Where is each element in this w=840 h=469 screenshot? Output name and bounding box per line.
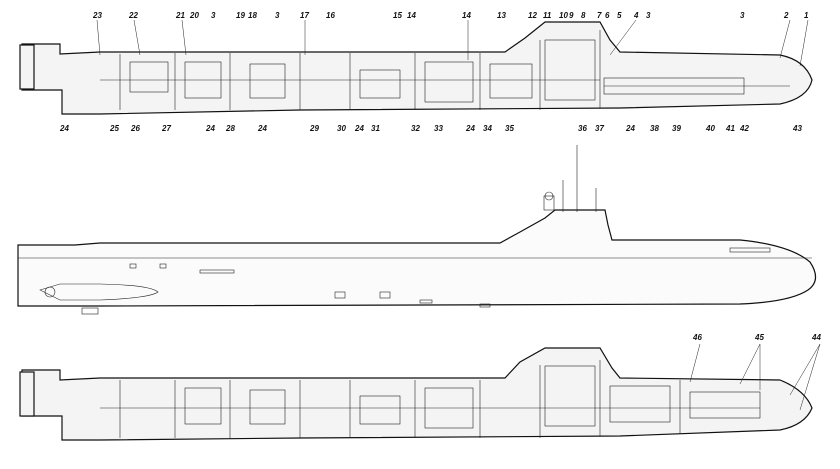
callout-label: 15 xyxy=(393,11,402,20)
callouts-top-upper: 23 22 21 20 3 19 18 3 17 16 15 14 14 13 … xyxy=(92,11,809,20)
callout-label: 24 xyxy=(465,124,475,133)
callouts-bottom: 46 45 44 xyxy=(692,333,821,342)
callouts-top-lower: 24 25 26 27 24 28 24 29 30 24 31 32 33 2… xyxy=(59,124,802,133)
cutaway-view-bottom: 46 45 44 xyxy=(19,333,821,441)
hull-outline-bottom xyxy=(21,347,813,441)
masts xyxy=(543,145,597,212)
callout-label: 31 xyxy=(371,124,380,133)
callout-label: 39 xyxy=(672,124,681,133)
callout-label: 28 xyxy=(225,124,235,133)
callout-label: 3 xyxy=(646,11,651,20)
callout-label: 24 xyxy=(354,124,364,133)
exterior-side-view xyxy=(17,145,817,315)
callout-label: 14 xyxy=(407,11,416,20)
leader-lines-bottom xyxy=(689,343,821,411)
callout-label: 46 xyxy=(692,333,702,342)
callout-label: 16 xyxy=(326,11,335,20)
callout-label: 36 xyxy=(578,124,587,133)
callout-label: 18 xyxy=(248,11,257,20)
callout-label: 11 xyxy=(543,11,552,20)
callout-label: 40 xyxy=(705,124,715,133)
stern-propeller xyxy=(39,283,159,301)
callout-label: 8 xyxy=(581,11,586,20)
callout-label: 20 xyxy=(189,11,199,20)
callout-label: 23 xyxy=(92,11,102,20)
callout-label: 9 xyxy=(569,11,574,20)
callout-label: 3 xyxy=(275,11,280,20)
callout-label: 7 xyxy=(597,11,602,20)
callout-label: 1 xyxy=(804,11,809,20)
callout-label: 25 xyxy=(109,124,119,133)
callout-label: 6 xyxy=(605,11,610,20)
callout-label: 32 xyxy=(411,124,420,133)
callout-label: 2 xyxy=(783,11,789,20)
callout-label: 4 xyxy=(633,11,639,20)
callout-label: 19 xyxy=(236,11,245,20)
callout-label: 24 xyxy=(625,124,635,133)
callout-label: 12 xyxy=(528,11,537,20)
callout-label: 13 xyxy=(497,11,506,20)
callout-label: 30 xyxy=(337,124,346,133)
cutaway-view-top: 23 22 21 20 3 19 18 3 17 16 15 14 14 13 … xyxy=(19,11,813,133)
callout-label: 3 xyxy=(740,11,745,20)
compartment-bulkheads-top xyxy=(100,30,601,110)
callout-label: 26 xyxy=(130,124,140,133)
rudder-top xyxy=(19,44,35,90)
callout-label: 33 xyxy=(434,124,443,133)
hull-outline-top xyxy=(21,21,813,115)
callout-label: 29 xyxy=(309,124,319,133)
callout-label: 14 xyxy=(462,11,471,20)
callout-label: 5 xyxy=(617,11,622,20)
compartment-bulkheads-bottom xyxy=(100,360,761,438)
callout-label: 43 xyxy=(792,124,802,133)
callout-label: 3 xyxy=(211,11,216,20)
callout-label: 24 xyxy=(205,124,215,133)
callout-label: 42 xyxy=(739,124,749,133)
leader-lines-top xyxy=(96,19,809,67)
callout-label: 22 xyxy=(128,11,138,20)
callout-label: 41 xyxy=(725,124,735,133)
callout-label: 37 xyxy=(595,124,604,133)
hull-openings xyxy=(81,247,771,315)
callout-label: 35 xyxy=(505,124,514,133)
callout-label: 21 xyxy=(175,11,185,20)
rudder-bottom xyxy=(19,371,35,417)
callout-label: 34 xyxy=(483,124,492,133)
callout-label: 44 xyxy=(811,333,821,342)
callout-label: 24 xyxy=(59,124,69,133)
callout-label: 45 xyxy=(754,333,764,342)
callout-label: 10 xyxy=(559,11,568,20)
callout-label: 27 xyxy=(161,124,171,133)
callout-label: 24 xyxy=(257,124,267,133)
callout-label: 17 xyxy=(300,11,309,20)
callout-label: 38 xyxy=(650,124,659,133)
